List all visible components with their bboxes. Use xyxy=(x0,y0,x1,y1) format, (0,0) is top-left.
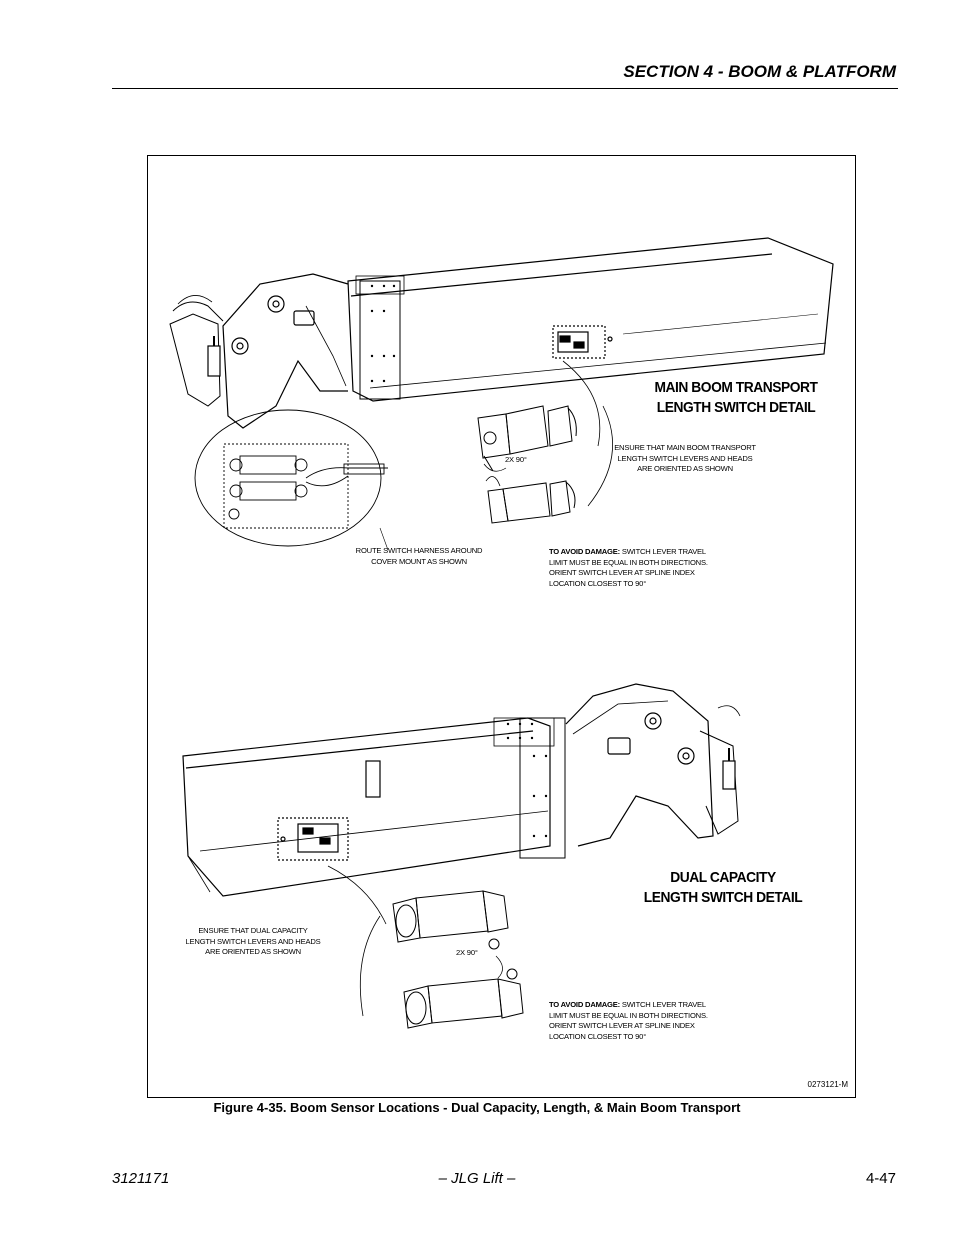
note-line: ENSURE THAT DUAL CAPACITY xyxy=(198,926,308,935)
note-line: ARE ORIENTED AS SHOWN xyxy=(637,464,733,473)
doc-number: 3121171 xyxy=(112,1170,170,1187)
damage-label: TO AVOID DAMAGE: xyxy=(549,1000,620,1009)
dual-capacity-title-line: LENGTH SWITCH DETAIL xyxy=(643,889,803,906)
note-line: COVER MOUNT AS SHOWN xyxy=(371,556,467,566)
note-line: LIMIT MUST BE EQUAL IN BOTH DIRECTIONS. xyxy=(549,557,708,567)
dual-capacity-damage-note: TO AVOID DAMAGE: SWITCH LEVER TRAVEL LIM… xyxy=(549,1000,719,1042)
publisher: – JLG Lift – xyxy=(438,1170,516,1187)
damage-label: TO AVOID DAMAGE: xyxy=(549,547,620,556)
lower-switch-pair xyxy=(392,890,524,1029)
main-boom-detail-title: MAIN BOOM TRANSPORT LENGTH SWITCH DETAIL xyxy=(644,378,828,418)
note-line: LOCATION CLOSEST TO 90° xyxy=(549,1031,647,1041)
main-boom-damage-note: TO AVOID DAMAGE: SWITCH LEVER TRAVEL LIM… xyxy=(549,547,719,589)
page-number: 4-47 xyxy=(865,1170,896,1187)
dual-capacity-rotation-label: 2X 90° xyxy=(456,948,478,957)
figure-frame: MAIN BOOM TRANSPORT LENGTH SWITCH DETAIL… xyxy=(147,155,856,1098)
note-line: ORIENT SWITCH LEVER AT SPLINE INDEX xyxy=(549,1021,695,1030)
upper-boom xyxy=(169,237,834,429)
note-line: ROUTE SWITCH HARNESS AROUND xyxy=(355,546,483,555)
dual-capacity-title-line: DUAL CAPACITY xyxy=(670,869,776,886)
dual-capacity-detail-title: DUAL CAPACITY LENGTH SWITCH DETAIL xyxy=(631,868,815,908)
lower-boom xyxy=(182,683,741,897)
section-title: SECTION 4 - BOOM & PLATFORM xyxy=(623,62,896,81)
note-line: SWITCH LEVER TRAVEL xyxy=(619,547,706,556)
dual-capacity-ensure-note: ENSURE THAT DUAL CAPACITY LENGTH SWITCH … xyxy=(178,926,328,958)
note-line: SWITCH LEVER TRAVEL xyxy=(619,1000,706,1009)
main-boom-title-line: MAIN BOOM TRANSPORT xyxy=(654,379,818,396)
boom-drawing xyxy=(169,237,834,1029)
note-line: ARE ORIENTED AS SHOWN xyxy=(205,947,301,956)
main-boom-ensure-note: ENSURE THAT MAIN BOOM TRANSPORT LENGTH S… xyxy=(610,443,760,475)
note-line: LIMIT MUST BE EQUAL IN BOTH DIRECTIONS. xyxy=(549,1010,708,1020)
route-harness-note: ROUTE SWITCH HARNESS AROUND COVER MOUNT … xyxy=(350,546,488,567)
main-boom-rotation-label: 2X 90° xyxy=(505,455,527,464)
figure-caption: Figure 4-35. Boom Sensor Locations - Dua… xyxy=(213,1100,741,1115)
note-line: LOCATION CLOSEST TO 90° xyxy=(549,578,647,588)
main-boom-title-line: LENGTH SWITCH DETAIL xyxy=(656,399,816,416)
harness-detail xyxy=(194,409,388,547)
note-line: ORIENT SWITCH LEVER AT SPLINE INDEX xyxy=(549,568,695,577)
note-line: LENGTH SWITCH LEVERS AND HEADS xyxy=(185,936,321,946)
header-rule xyxy=(112,88,898,89)
note-line: LENGTH SWITCH LEVERS AND HEADS xyxy=(617,453,753,463)
upper-switch-pair xyxy=(477,405,577,524)
drawing-number: 0273121-M xyxy=(807,1080,848,1089)
note-line: ENSURE THAT MAIN BOOM TRANSPORT xyxy=(614,443,756,452)
